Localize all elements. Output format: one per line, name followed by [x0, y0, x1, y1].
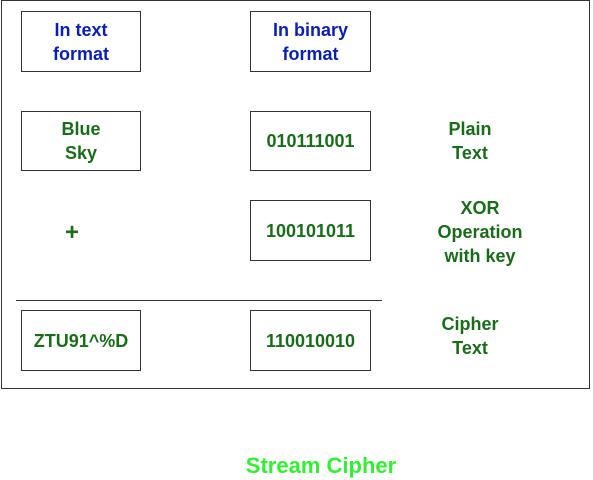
xor-label-line2: Operation: [437, 222, 523, 242]
key-binary-value: 100101011: [265, 220, 356, 241]
xor-operation-label: XOR Operation with key: [420, 196, 540, 268]
diagram-title: Stream Cipher: [245, 453, 397, 478]
diagram-frame: [1, 0, 590, 389]
plaintext-text-box: Blue Sky: [21, 111, 141, 171]
xor-label-line3: with key: [444, 246, 516, 266]
result-divider-line: [16, 300, 382, 301]
ciphertext-label-line2: Text: [452, 338, 488, 358]
plaintext-text-line2: Sky: [64, 143, 97, 163]
text-format-header-line2: format: [52, 43, 109, 64]
plaintext-label-line2: Text: [452, 143, 488, 163]
text-format-header-line1: In text: [54, 19, 108, 40]
ciphertext-binary-value: 110010010: [265, 330, 356, 351]
ciphertext-text-box: ZTU91^%D: [21, 310, 141, 371]
plaintext-text-line1: Blue: [61, 119, 101, 139]
binary-format-header-line1: In binary: [272, 19, 348, 40]
xor-label-line1: XOR: [460, 198, 500, 218]
ciphertext-label-line1: Cipher: [441, 314, 499, 334]
binary-format-header-box: In binary format: [250, 11, 371, 72]
binary-format-header-line2: format: [282, 43, 339, 64]
plus-symbol: +: [64, 219, 79, 246]
plaintext-label-line1: Plain: [448, 119, 492, 139]
plaintext-binary-box: 010111001: [250, 111, 371, 171]
plaintext-binary-value: 010111001: [266, 131, 355, 151]
key-binary-box: 100101011: [250, 200, 371, 261]
text-format-header-box: In text format: [21, 11, 141, 72]
ciphertext-label: Cipher Text: [420, 312, 520, 360]
plaintext-label: Plain Text: [420, 117, 520, 165]
ciphertext-binary-box: 110010010: [250, 310, 371, 371]
ciphertext-text-value: ZTU91^%D: [33, 330, 129, 351]
